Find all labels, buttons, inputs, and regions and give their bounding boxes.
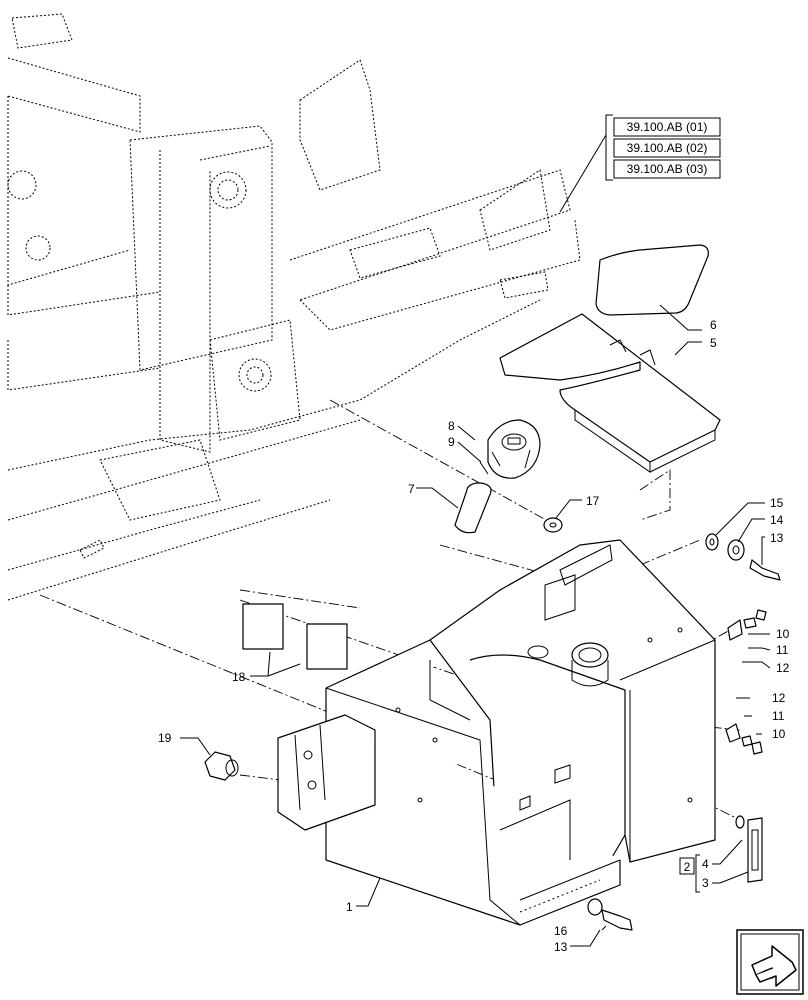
filler-neck-part-7	[454, 482, 492, 534]
hardware-13-16-bottom	[587, 898, 633, 931]
callout-13: 13	[554, 940, 568, 954]
callout-11: 11	[772, 709, 785, 723]
reference-label[interactable]: 39.100.AB (02)	[627, 141, 708, 155]
hardware-13-14-15	[705, 533, 781, 581]
cover-plate-part-5	[499, 313, 721, 473]
hardware-10-11-12-lower	[725, 723, 763, 755]
reference-link-02[interactable]: 39.100.AB (02)	[613, 138, 721, 158]
callout-18: 18	[232, 670, 246, 684]
callout-8: 8	[448, 419, 455, 433]
reference-link-01[interactable]: 39.100.AB (01)	[613, 117, 721, 137]
drain-plug-part-19	[204, 751, 239, 781]
reference-bracket	[605, 114, 613, 181]
callout-10: 10	[776, 627, 790, 641]
machine-frame	[7, 13, 581, 601]
callout-15: 15	[770, 496, 784, 510]
callout-17: 17	[586, 494, 600, 508]
sight-gauge-parts-3-4	[735, 815, 763, 883]
callout-11: 11	[776, 643, 789, 657]
decal-part-6	[595, 244, 709, 316]
callout-7: 7	[408, 482, 415, 496]
hardware-10-11-12-upper	[727, 609, 767, 641]
reference-link-03[interactable]: 39.100.AB (03)	[613, 159, 721, 179]
washer-part-17	[543, 517, 563, 533]
reference-label[interactable]: 39.100.AB (03)	[627, 162, 708, 176]
callout-2-group: 2	[679, 839, 749, 893]
callout-4: 4	[702, 857, 709, 871]
callout-10: 10	[772, 727, 786, 741]
callout-3: 3	[702, 876, 709, 890]
callout-numbers: 6 5 8 9 7 17 15 14 13 10 11 12 12 11 10 …	[158, 318, 790, 954]
decals-part-18	[242, 603, 348, 670]
tank-part-1	[325, 539, 716, 926]
callout-9: 9	[448, 435, 455, 449]
mounting-bracket	[277, 714, 376, 831]
callout-6: 6	[710, 318, 717, 332]
callout-16: 16	[554, 924, 568, 938]
next-page-arrow-icon[interactable]	[736, 929, 804, 995]
lanyard-part-9	[479, 461, 489, 475]
reference-label[interactable]: 39.100.AB (01)	[627, 120, 708, 134]
callout-12: 12	[776, 661, 790, 675]
callout-1: 1	[346, 900, 353, 914]
callout-14: 14	[770, 513, 784, 527]
leader-lines	[180, 134, 771, 947]
callout-13: 13	[770, 531, 784, 545]
callout-2: 2	[684, 860, 691, 874]
callout-19: 19	[158, 731, 172, 745]
callout-5: 5	[710, 336, 717, 350]
filler-cap-part-8	[487, 419, 541, 479]
callout-12: 12	[772, 691, 786, 705]
